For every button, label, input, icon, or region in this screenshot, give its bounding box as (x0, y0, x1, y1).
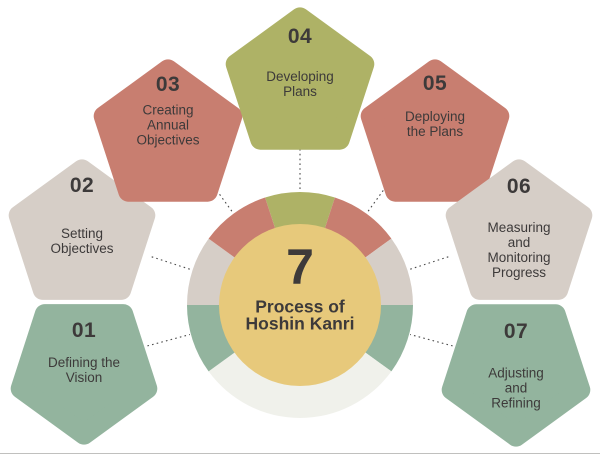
center-circle (219, 224, 381, 386)
pentagon-step-05 (360, 59, 510, 202)
connector-step-01 (147, 333, 191, 347)
pentagons (8, 7, 593, 447)
connector-step-05 (366, 178, 393, 214)
connector-step-03 (207, 178, 234, 214)
connector-step-06 (408, 256, 449, 271)
pentagon-step-02 (8, 159, 156, 300)
pentagon-step-01 (10, 304, 158, 445)
connector-step-07 (409, 333, 453, 347)
pentagon-step-03 (93, 59, 243, 202)
pentagon-step-04 (225, 7, 375, 150)
pentagon-step-07 (441, 304, 591, 447)
connector-step-02 (151, 256, 192, 271)
pentagon-step-06 (445, 159, 593, 300)
connectors (147, 149, 453, 347)
